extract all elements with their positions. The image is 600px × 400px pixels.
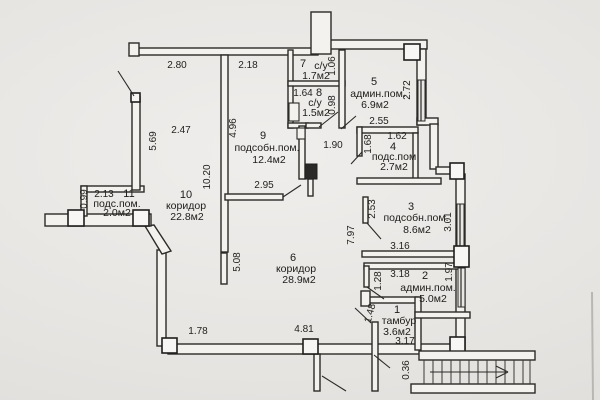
dim-2-95: 2.95 — [254, 180, 274, 191]
dim-2-80: 2.80 — [167, 60, 187, 71]
dim-1-64: 1.64 — [293, 88, 313, 99]
door-arc-icon — [366, 222, 382, 240]
dim-2-72: 2.72 — [402, 80, 413, 100]
dim-1-06: 1.06 — [327, 56, 338, 76]
room-6-name: коридор — [276, 263, 316, 275]
dim-2-53: 2.53 — [367, 199, 378, 219]
room-10-number: 10 — [180, 189, 192, 201]
dimension-labels: 2.80 2.18 2.47 2.95 1.90 2.55 1.62 3.16 … — [79, 56, 455, 380]
dim-1-90: 1.90 — [323, 140, 343, 151]
room-10-name: коридор — [166, 200, 206, 212]
column-icon — [453, 245, 470, 268]
room-3-name: подсобн.пом. — [383, 212, 448, 224]
dim-1-97: 1.97 — [444, 262, 455, 282]
room-11-number: 11 — [123, 188, 134, 200]
door-arc-icon — [354, 307, 372, 324]
dim-3-18: 3.18 — [390, 269, 410, 280]
door-arc-icon — [282, 184, 302, 198]
dim-2-47: 2.47 — [171, 125, 191, 136]
room-5-area: 6.9м2 — [361, 99, 389, 111]
door-arc-icon — [350, 151, 363, 165]
dim-3-17: 3.17 — [395, 336, 415, 347]
column-icon — [132, 209, 150, 227]
dim-1-68: 1.68 — [363, 134, 374, 154]
toilet-icon — [288, 102, 300, 122]
column-icon — [130, 92, 141, 103]
dim-2-55: 2.55 — [369, 116, 389, 127]
paper-edge — [591, 291, 594, 400]
bathroom-fixtures — [288, 102, 306, 140]
dim-4-96: 4.96 — [228, 118, 239, 138]
room-1-number: 1 — [394, 304, 400, 316]
room-1-area: 3.6м2 — [383, 326, 411, 338]
dim-2-13: 2.13 — [94, 189, 114, 200]
door-swings — [117, 70, 391, 392]
dim-0-98: 0.98 — [327, 95, 338, 115]
room-9-name: подсобн.пом. — [234, 142, 299, 154]
dim-5-69: 5.69 — [148, 131, 159, 151]
room-7-number: 7 — [300, 58, 306, 70]
room-3-area: 8.6м2 — [403, 224, 431, 236]
room-7-area: 1.7м2 — [302, 70, 330, 82]
dim-0-99: 0.99 — [79, 189, 90, 209]
column-filled-icon — [304, 163, 318, 180]
door-arc-icon — [318, 111, 339, 128]
room-9-area: 12.4м2 — [252, 154, 286, 166]
room-11-name: подс.пом. — [93, 198, 140, 210]
room-labels: 7 с/у 1.7м2 1.64 8 с/у 1.5м2 5 админ.пом… — [93, 58, 455, 338]
door-arc-icon — [321, 375, 347, 392]
room-2-number: 2 — [422, 270, 428, 282]
structural-columns — [67, 43, 470, 355]
room-2-name: админ.пом. — [400, 282, 455, 294]
dim-5-08: 5.08 — [232, 252, 243, 272]
room-5-number: 5 — [371, 76, 377, 88]
staircase — [410, 350, 536, 394]
door-leaf-bar — [220, 252, 228, 285]
room-10-area: 22.8м2 — [170, 211, 204, 223]
room-4-name: подс.пом — [372, 151, 416, 163]
room-9-number: 9 — [260, 130, 266, 142]
room-11-area: 2.0м2 — [103, 207, 131, 219]
room-8-name: с/у — [308, 97, 322, 109]
roof-shaft — [310, 11, 332, 55]
column-icon — [449, 162, 465, 180]
room-8-area: 1.5м2 — [302, 107, 330, 119]
dim-4-81: 4.81 — [294, 324, 314, 335]
windows — [417, 79, 466, 308]
room-4-number: 4 — [390, 141, 396, 153]
room-8-number: 8 — [316, 87, 322, 99]
dim-3-01: 3.01 — [443, 212, 454, 232]
door-arc-icon — [340, 115, 357, 130]
dim-7-97: 7.97 — [346, 225, 357, 245]
dim-2-18: 2.18 — [238, 60, 258, 71]
room-6-number: 6 — [290, 252, 296, 264]
dim-1-28: 1.28 — [373, 271, 384, 291]
stair-direction-arrow — [430, 365, 509, 379]
dim-10-20: 10.20 — [202, 164, 213, 189]
column-icon — [161, 337, 178, 354]
duct-icon — [296, 127, 306, 140]
door-arc-icon — [366, 286, 385, 300]
dim-3-16: 3.16 — [390, 241, 410, 252]
column-icon — [67, 209, 85, 227]
wall-end-cap — [128, 42, 140, 57]
room-6-area: 28.9м2 — [282, 274, 316, 286]
column-icon — [403, 43, 421, 61]
door-arc-icon — [373, 354, 391, 369]
room-1-name: тамбур — [382, 315, 417, 327]
room-5-name: админ.пом. — [350, 88, 405, 100]
column-icon — [302, 338, 319, 355]
dim-0-36: 0.36 — [401, 360, 412, 380]
dim-1-62: 1.62 — [387, 131, 407, 142]
room-2-area: 5.0м2 — [419, 293, 447, 305]
room-3-number: 3 — [408, 201, 414, 213]
door-arc-icon — [117, 70, 135, 97]
dim-1-78: 1.78 — [188, 326, 208, 337]
room-4-area: 2.7м2 — [380, 161, 408, 173]
dim-1-48: 1.48 — [363, 302, 379, 324]
room-7-name: с/у — [314, 60, 328, 72]
